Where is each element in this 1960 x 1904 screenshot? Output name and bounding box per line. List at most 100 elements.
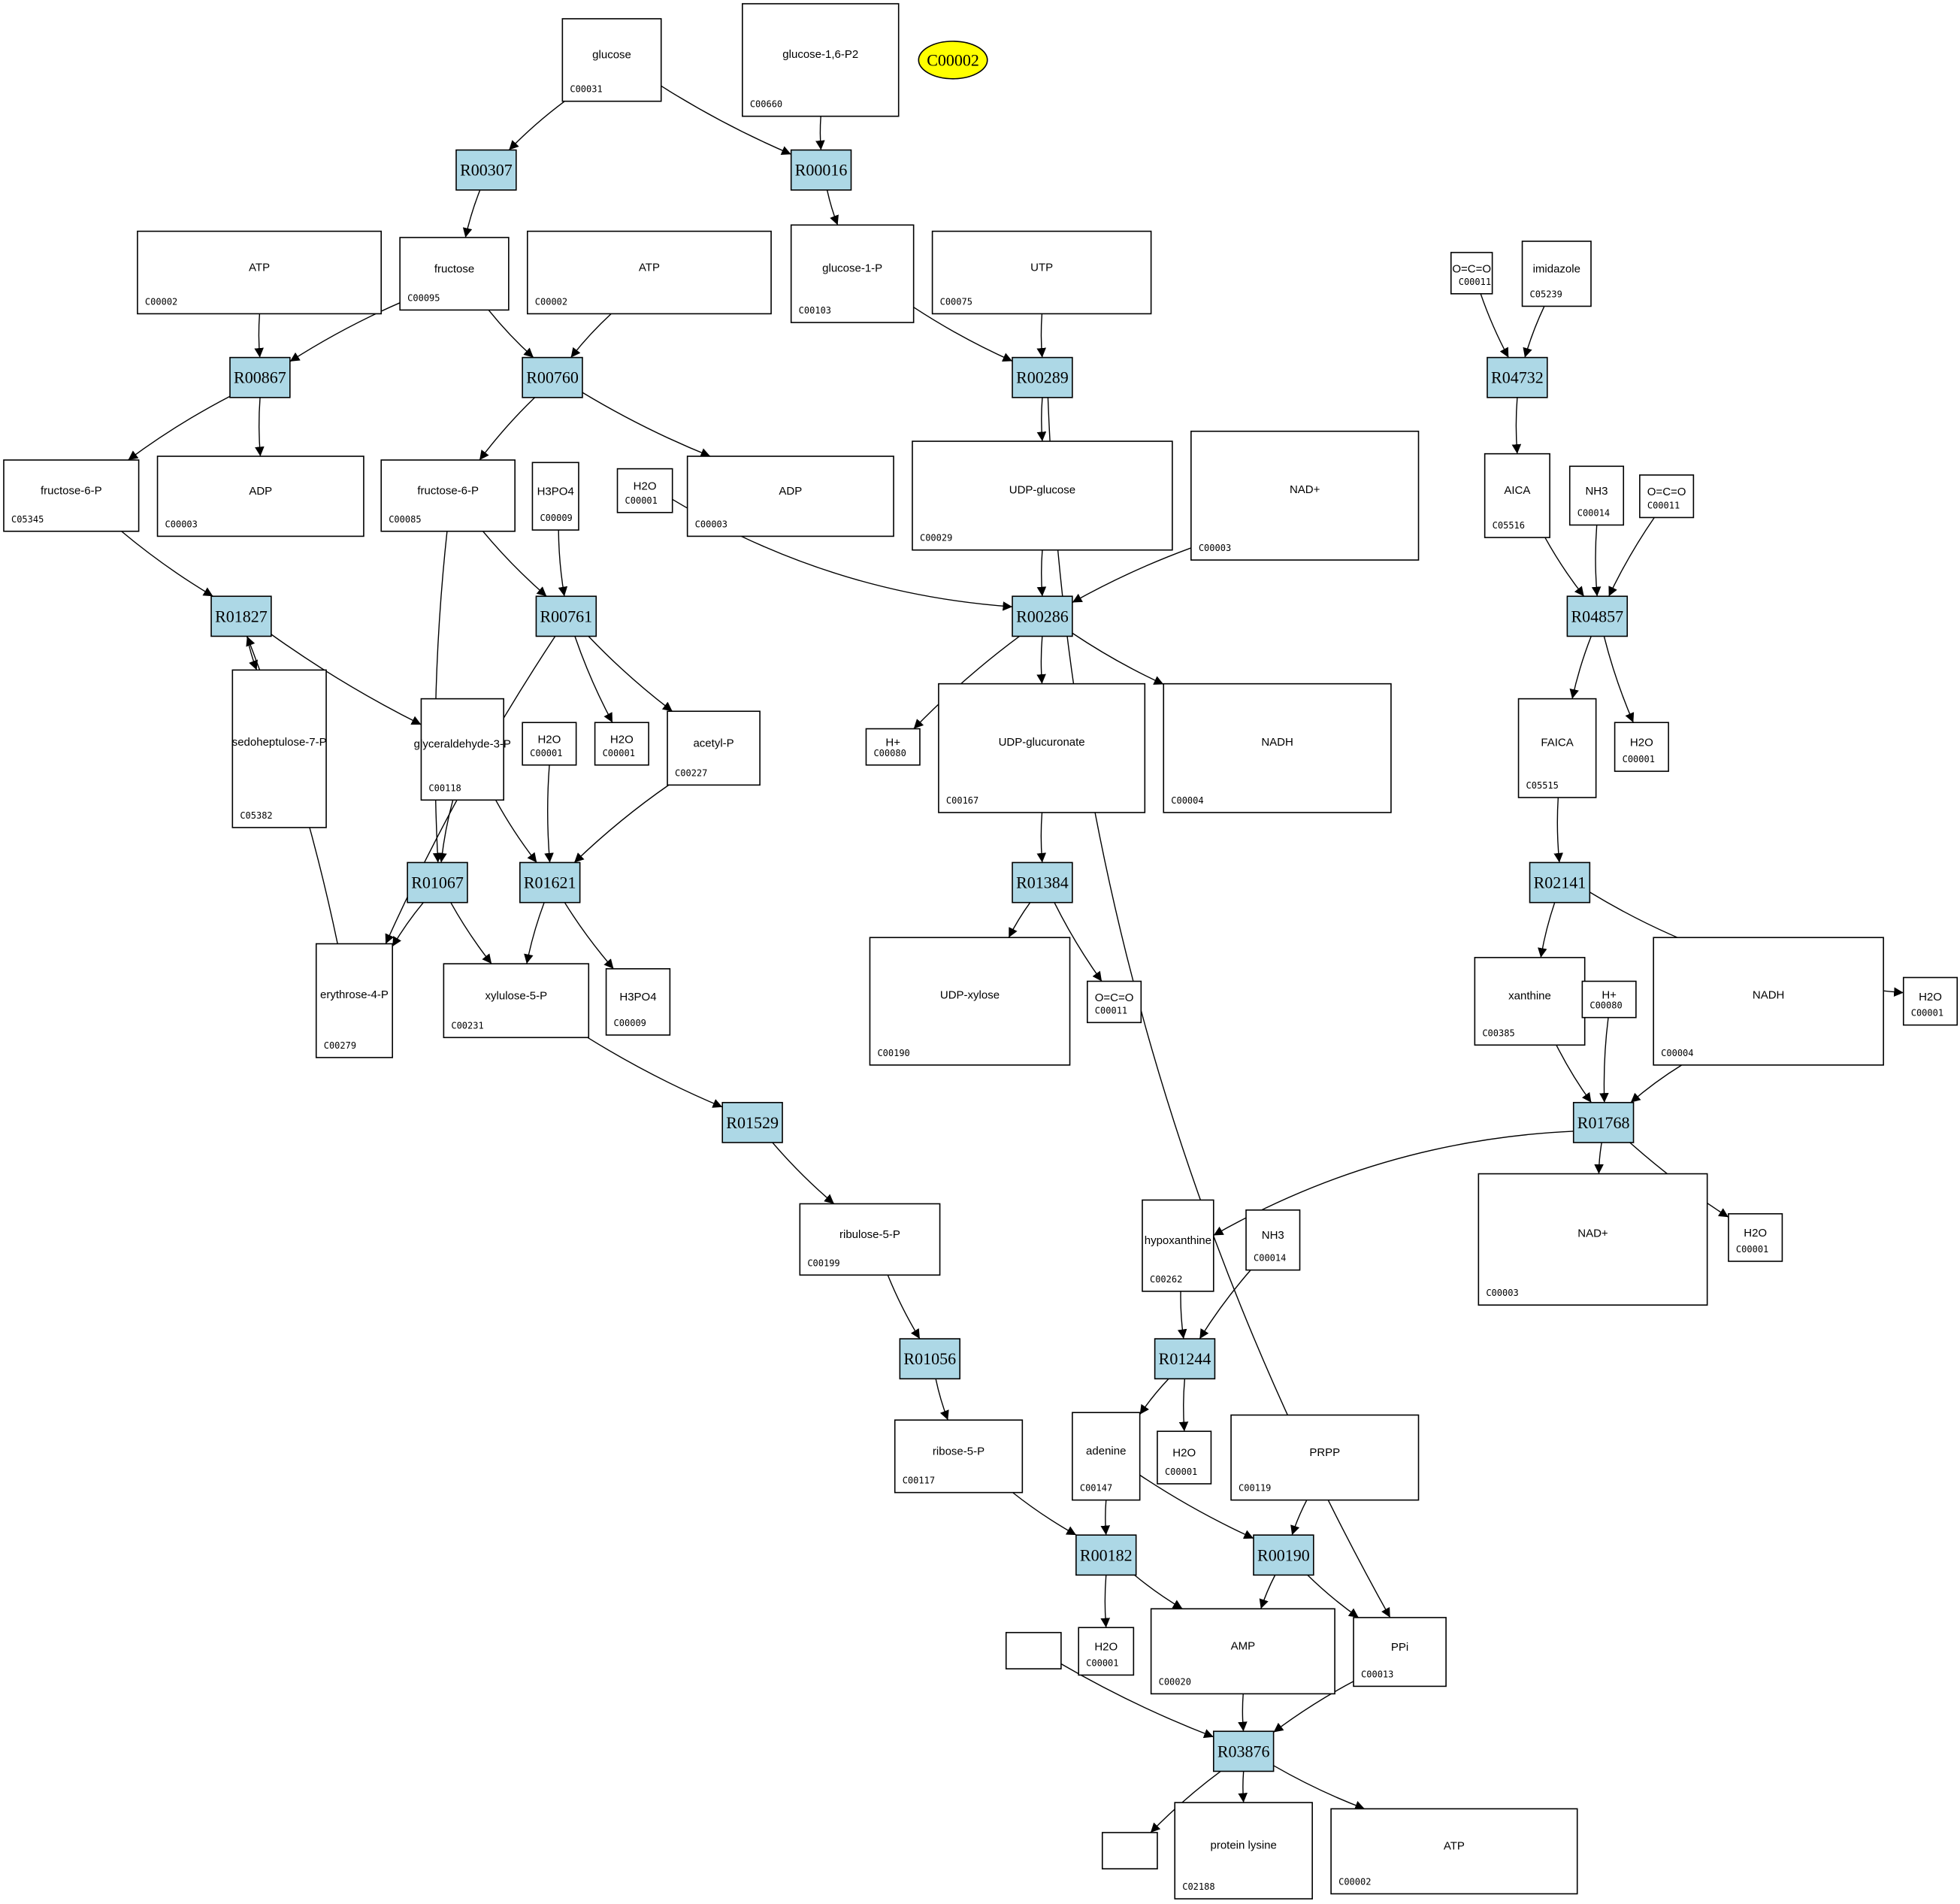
reaction-node-r01827[interactable]: R01827 <box>210 595 272 637</box>
compound-node[interactable]: NAD+C00003 <box>1190 430 1420 561</box>
reaction-node-r00289[interactable]: R00289 <box>1012 356 1073 398</box>
edge-c-c00085-to-r00761 <box>482 531 547 597</box>
compound-structure-label: imidazole <box>1533 262 1580 275</box>
compound-node[interactable]: H+C00080 <box>865 728 921 766</box>
compound-node[interactable]: NAD+C00003 <box>1478 1173 1708 1306</box>
edge-c-c00147-to-r00190 <box>1139 1474 1254 1539</box>
reaction-node-r01067[interactable]: R01067 <box>407 861 468 904</box>
reaction-node-r04732[interactable]: R04732 <box>1487 356 1548 398</box>
reaction-node-r01056[interactable]: R01056 <box>899 1338 960 1380</box>
reaction-label: R04857 <box>1571 607 1623 625</box>
reaction-node-r01384[interactable]: R01384 <box>1012 861 1073 904</box>
compound-node[interactable]: H+C00080 <box>1581 980 1637 1019</box>
compound-structure-label: H2O <box>610 733 634 746</box>
reaction-node-r01529[interactable]: R01529 <box>721 1101 783 1143</box>
reaction-node-r00760[interactable]: R00760 <box>522 356 583 398</box>
compound-box <box>790 224 915 323</box>
compound-box <box>869 937 1071 1066</box>
edge-c-c00103-to-r00289 <box>913 307 1013 362</box>
reaction-node-r00286[interactable]: R00286 <box>1012 595 1073 637</box>
compound-node[interactable]: ATP C00002 <box>526 230 772 315</box>
reaction-node-r02141[interactable]: R02141 <box>1529 861 1591 904</box>
compound-structure-label: ATP <box>639 261 660 274</box>
compound-box <box>594 722 649 766</box>
edge-c-c00031-to-r00307 <box>508 101 565 151</box>
compound-structure-label: O=C=O <box>1095 991 1134 1004</box>
compound-node[interactable] <box>1005 1632 1062 1669</box>
edge-r01384-to-c-c00190 <box>1008 902 1031 938</box>
reaction-node-r00761[interactable]: R00761 <box>535 595 597 637</box>
compound-id-label: C00001 <box>1086 1657 1118 1668</box>
compound-id-label: C00002 <box>1338 1876 1371 1887</box>
edge-c-c05345-to-r01827 <box>121 531 213 597</box>
compound-structure-label: protein lysine <box>1210 1839 1276 1852</box>
highlighted-compound[interactable]: C00002 <box>918 41 988 80</box>
reaction-node-r04857[interactable]: R04857 <box>1566 595 1629 637</box>
compound-node[interactable] <box>1101 1832 1158 1869</box>
reaction-node-r01244[interactable]: R01244 <box>1154 1338 1216 1380</box>
compound-id-label: C00085 <box>389 514 421 525</box>
reaction-node-r00307[interactable]: R00307 <box>455 149 517 191</box>
reaction-node-r00190[interactable]: R00190 <box>1253 1534 1314 1576</box>
compound-structure-label: sedoheptulose-7-P <box>232 736 327 749</box>
reaction-node-r00867[interactable]: R00867 <box>229 356 291 398</box>
compound-id-label: C00080 <box>873 748 906 758</box>
reaction-node-r00016[interactable]: R00016 <box>790 149 852 191</box>
edge-r03876-to-c-c00002c <box>1273 1765 1366 1810</box>
reaction-node-r03876[interactable]: R03876 <box>1212 1730 1275 1772</box>
reaction-node-r00182[interactable]: R00182 <box>1075 1534 1137 1576</box>
compound-box <box>380 459 516 532</box>
reaction-node-r01768[interactable]: R01768 <box>1572 1101 1635 1143</box>
reaction-node-r01621[interactable]: R01621 <box>519 861 581 904</box>
compound-id-label: C00002 <box>535 296 567 307</box>
